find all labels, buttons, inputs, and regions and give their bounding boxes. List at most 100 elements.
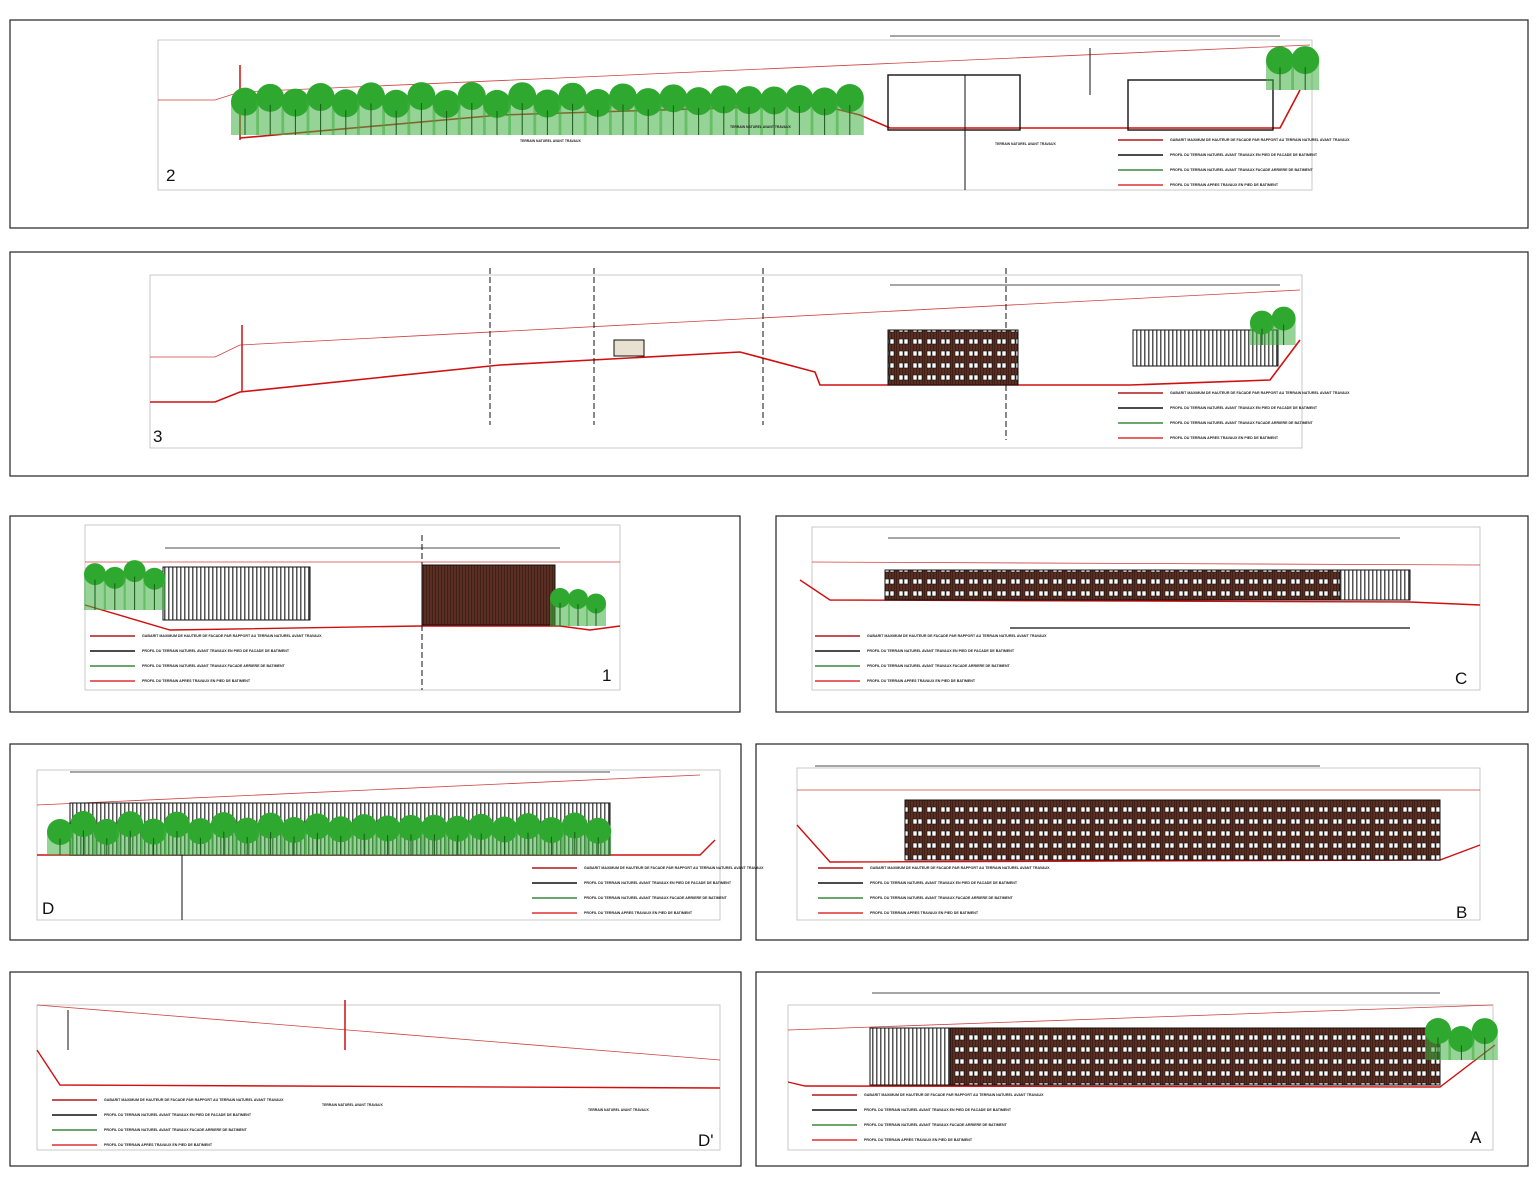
section-label: C [1455, 669, 1467, 688]
legend-label: PROFIL DU TERRAIN NATUREL AVANT TRAVAUX … [104, 1113, 252, 1117]
tree-icon [281, 816, 307, 843]
tree-icon [407, 82, 436, 111]
tree-icon [558, 82, 587, 111]
tree-icon [585, 817, 612, 844]
legend-label: PROFIL DU TERRAIN APRES TRAVAUX EN PIED … [864, 1138, 973, 1142]
legend-label: PROFIL DU TERRAIN NATUREL AVANT TRAVAUX … [1170, 406, 1318, 410]
legend-label: GABARIT MAXIMUM DE HAUTEUR DE FACADE PAR… [864, 1093, 1044, 1097]
tree-row [550, 587, 606, 626]
tree-icon [210, 812, 237, 839]
legend-label: PROFIL DU TERRAIN NATUREL AVANT TRAVAUX … [142, 649, 290, 653]
legend-label: PROFIL DU TERRAIN NATUREL AVANT TRAVAUX … [584, 881, 732, 885]
tree-icon [533, 89, 562, 118]
tree-icon [835, 84, 864, 113]
tree-icon [257, 812, 284, 839]
tree-icon [143, 567, 166, 590]
tree-icon [47, 818, 73, 845]
tree-icon [123, 560, 146, 583]
tree-icon [187, 818, 214, 845]
tree-row [1425, 1018, 1498, 1060]
legend-label: PROFIL DU TERRAIN NATUREL AVANT TRAVAUX … [584, 896, 728, 900]
legend-label: PROFIL DU TERRAIN NATUREL AVANT TRAVAUX … [870, 881, 1018, 885]
tree-icon [306, 83, 335, 112]
legend: GABARIT MAXIMUM DE HAUTEUR DE FACADE PAR… [1118, 391, 1350, 440]
section-d-prime-panel: TERRAIN NATUREL AVANT TRAVAUX TERRAIN NA… [9, 971, 742, 1167]
legend-label: GABARIT MAXIMUM DE HAUTEUR DE FACADE PAR… [104, 1098, 284, 1102]
tree-icon [1271, 306, 1296, 331]
legend-label: GABARIT MAXIMUM DE HAUTEUR DE FACADE PAR… [867, 634, 1047, 638]
section-label: 2 [166, 166, 175, 185]
tree-icon [398, 814, 424, 841]
tree-icon [256, 83, 285, 112]
legend-label: PROFIL DU TERRAIN APRES TRAVAUX EN PIED … [584, 911, 693, 915]
tree-icon [374, 815, 401, 842]
tree-icon [357, 82, 385, 111]
tree-row [1250, 306, 1296, 345]
section-label: 1 [602, 666, 611, 685]
section-label: D' [698, 1131, 714, 1150]
legend-label: PROFIL DU TERRAIN APRES TRAVAUX EN PIED … [867, 679, 976, 683]
legend-label: GABARIT MAXIMUM DE HAUTEUR DE FACADE PAR… [584, 866, 764, 870]
terrain-annotation: TERRAIN NATUREL AVANT TRAVAUX [520, 139, 581, 143]
tree-icon [281, 88, 310, 117]
building-facade [887, 329, 1019, 386]
tree-icon [583, 88, 612, 117]
legend-label: PROFIL DU TERRAIN APRES TRAVAUX EN PIED … [870, 911, 979, 915]
legend-label: PROFIL DU TERRAIN NATUREL AVANT TRAVAUX … [142, 664, 286, 668]
section-3-panel: GABARIT MAXIMUM DE HAUTEUR DE FACADE PAR… [9, 251, 1529, 477]
legend-label: PROFIL DU TERRAIN APRES TRAVAUX EN PIED … [104, 1143, 213, 1147]
section-b-panel: GABARIT MAXIMUM DE HAUTEUR DE FACADE PAR… [755, 743, 1529, 941]
legend-label: PROFIL DU TERRAIN NATUREL AVANT TRAVAUX … [1170, 168, 1314, 172]
legend-label: GABARIT MAXIMUM DE HAUTEUR DE FACADE PAR… [142, 634, 322, 638]
terrain-annotation: TERRAIN NATUREL AVANT TRAVAUX [322, 1103, 383, 1107]
tree-icon [432, 89, 461, 118]
tree-icon [508, 82, 537, 111]
tree-icon [491, 816, 518, 843]
section-c-panel: GABARIT MAXIMUM DE HAUTEUR DE FACADE PAR… [775, 515, 1529, 713]
tree-icon [351, 814, 378, 841]
tree-icon [444, 815, 471, 842]
tree-icon [93, 818, 120, 845]
tree-row [1266, 46, 1320, 90]
terrain-annotation: TERRAIN NATUREL AVANT TRAVAUX [730, 125, 791, 129]
section-d-panel: GABARIT MAXIMUM DE HAUTEUR DE FACADE PAR… [9, 743, 764, 941]
legend-label: GABARIT MAXIMUM DE HAUTEUR DE FACADE PAR… [870, 866, 1050, 870]
legend: GABARIT MAXIMUM DE HAUTEUR DE FACADE PAR… [1118, 138, 1350, 187]
section-1-panel: GABARIT MAXIMUM DE HAUTEUR DE FACADE PAR… [9, 515, 741, 713]
tree-icon [735, 86, 763, 115]
tree-icon [327, 816, 354, 843]
tree-icon [140, 818, 167, 845]
legend-label: PROFIL DU TERRAIN NATUREL AVANT TRAVAUX … [104, 1128, 248, 1132]
tree-icon [684, 87, 713, 116]
section-a-panel: GABARIT MAXIMUM DE HAUTEUR DE FACADE PAR… [755, 971, 1529, 1167]
tree-icon [760, 86, 789, 115]
tree-icon [164, 811, 190, 838]
legend-label: PROFIL DU TERRAIN NATUREL AVANT TRAVAUX … [1170, 153, 1318, 157]
legend-label: GABARIT MAXIMUM DE HAUTEUR DE FACADE PAR… [1170, 138, 1350, 142]
tree-icon [234, 817, 261, 844]
tree-icon [659, 84, 688, 113]
tree-icon [515, 813, 541, 840]
legend-label: PROFIL DU TERRAIN NATUREL AVANT TRAVAUX … [867, 664, 1011, 668]
tree-icon [421, 814, 448, 841]
legend: GABARIT MAXIMUM DE HAUTEUR DE FACADE PAR… [52, 1098, 284, 1147]
legend-label: PROFIL DU TERRAIN APRES TRAVAUX EN PIED … [1170, 183, 1279, 187]
tree-icon [561, 812, 588, 839]
section-label: D [42, 899, 54, 918]
legend-label: PROFIL DU TERRAIN NATUREL AVANT TRAVAUX … [864, 1123, 1008, 1127]
legend-label: GABARIT MAXIMUM DE HAUTEUR DE FACADE PAR… [1170, 391, 1350, 395]
tree-icon [468, 813, 495, 840]
tree-icon [810, 87, 839, 116]
legend-label: PROFIL DU TERRAIN NATUREL AVANT TRAVAUX … [870, 896, 1014, 900]
tree-icon [331, 89, 360, 118]
section-label: 3 [153, 427, 162, 446]
legend: GABARIT MAXIMUM DE HAUTEUR DE FACADE PAR… [815, 634, 1047, 683]
legend-label: PROFIL DU TERRAIN NATUREL AVANT TRAVAUX … [1170, 421, 1314, 425]
building-section [1127, 79, 1274, 131]
tree-icon [382, 89, 411, 118]
terrain-annotation: TERRAIN NATUREL AVANT TRAVAUX [588, 1108, 649, 1112]
tree-icon [1250, 310, 1274, 335]
section-label: A [1470, 1128, 1482, 1147]
tree-icon [586, 593, 606, 614]
